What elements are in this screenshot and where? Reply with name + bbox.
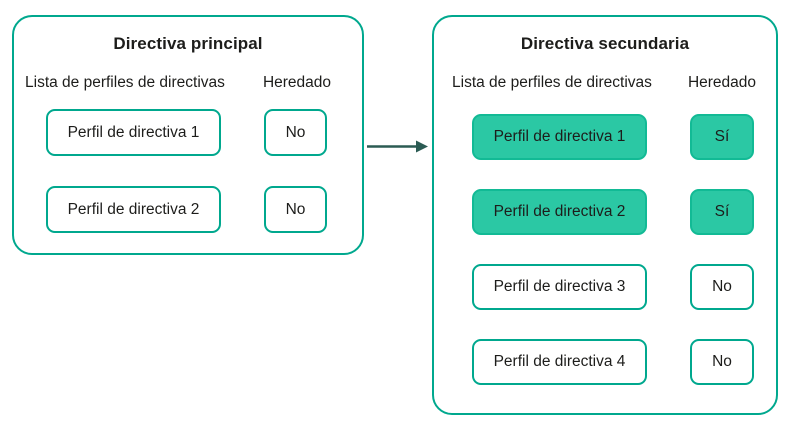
profile-row: Perfil de directiva 1 No xyxy=(14,109,362,156)
profile-box: Perfil de directiva 1 xyxy=(46,109,221,156)
profile-row: Perfil de directiva 3 No xyxy=(434,264,776,311)
profile-box: Perfil de directiva 2 xyxy=(46,186,221,233)
column-header-inherited: Heredado xyxy=(262,74,332,91)
column-header-inherited: Heredado xyxy=(687,74,757,91)
panel-title: Directiva secundaria xyxy=(520,34,690,53)
profile-box: Perfil de directiva 4 xyxy=(472,339,647,385)
inherited-badge: Sí xyxy=(690,114,754,160)
arrow-right-icon xyxy=(367,138,429,155)
panel-directiva-principal: Directiva principal Lista de perfiles de… xyxy=(12,15,364,255)
profile-row: Perfil de directiva 2 No xyxy=(14,186,362,233)
profile-row: Perfil de directiva 2 Sí xyxy=(434,189,776,236)
inherited-badge: No xyxy=(690,339,754,385)
column-header-profiles: Lista de perfiles de directivas xyxy=(452,74,652,91)
panel-directiva-secundaria: Directiva secundaria Lista de perfiles d… xyxy=(432,15,778,415)
profile-box: Perfil de directiva 3 xyxy=(472,264,647,310)
profile-row: Perfil de directiva 4 No xyxy=(434,339,776,386)
column-header-profiles: Lista de perfiles de directivas xyxy=(25,74,225,91)
inherited-badge: No xyxy=(264,186,327,233)
profile-box: Perfil de directiva 1 xyxy=(472,114,647,160)
profile-box: Perfil de directiva 2 xyxy=(472,189,647,235)
inherited-badge: No xyxy=(264,109,327,156)
panel-title: Directiva principal xyxy=(113,34,263,53)
inherited-badge: No xyxy=(690,264,754,310)
inherited-badge: Sí xyxy=(690,189,754,235)
profile-row: Perfil de directiva 1 Sí xyxy=(434,114,776,161)
